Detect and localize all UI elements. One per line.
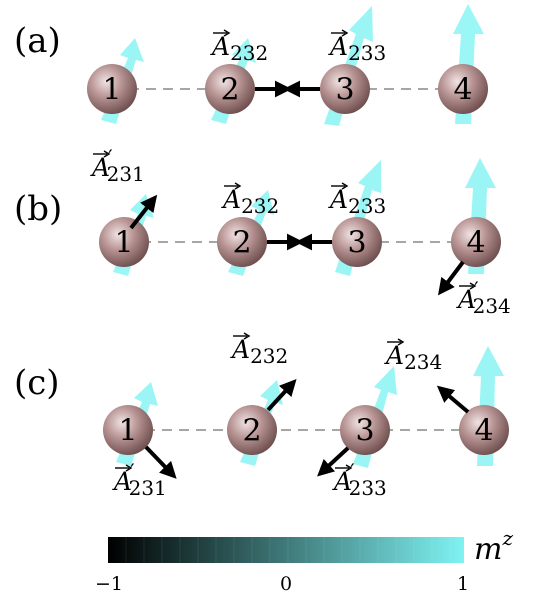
atom-2: 2 [227,405,277,455]
svg-text:A′231: A′231 [90,145,145,186]
svg-text:2: 2 [242,414,261,449]
atom-4: 4 [459,405,509,455]
panel-a: (a) 1 2 3 4 A232 [14,4,488,126]
atom-1: 1 [87,64,137,114]
svg-text:A′233: A′233 [332,459,387,500]
svg-text:3: 3 [347,226,366,261]
svg-text:3: 3 [335,73,354,108]
svg-text:A232: A232 [230,335,288,368]
svg-text:A′234: A′234 [456,277,511,318]
atom-3: 3 [320,64,370,114]
atom-4: 4 [451,217,501,267]
svg-text:A233: A233 [328,185,386,218]
vector-label-a233: A233 [328,182,386,218]
vector-label-a233-prime: A′233 [332,459,387,500]
atom-2: 2 [217,217,267,267]
atom-4: 4 [438,64,488,114]
svg-text:2: 2 [220,73,239,108]
colorbar-segments [125,537,451,563]
vector-arrow-a232 [266,379,297,412]
spin-arrow [101,4,484,126]
atom-1: 1 [103,405,153,455]
svg-text:4: 4 [453,73,472,108]
svg-text:2: 2 [232,226,251,261]
svg-text:A′231: A′231 [112,459,167,500]
vector-label-a231-prime: A′231 [112,459,167,500]
spin-arrow [113,158,496,276]
vector-label-a231-prime: A′231 [90,145,145,186]
atom-1: 1 [99,217,149,267]
atom-3: 3 [332,217,382,267]
vector-label-a232: A232 [210,29,268,65]
vector-label-a232: A232 [221,182,279,218]
colorbar-tick-max: 1 [457,573,469,595]
svg-text:1: 1 [118,414,137,449]
svg-text:A234: A234 [384,341,442,374]
atom-2: 2 [205,64,255,114]
vector-arrow-a233-prime [317,446,350,477]
spin-arrow [116,346,504,468]
vector-label-a233: A233 [328,29,386,65]
svg-text:A232: A232 [210,32,268,65]
colorbar-label: mz [474,526,513,567]
vector-label-a232: A232 [230,332,288,368]
atom-3: 3 [340,405,390,455]
vector-arrow-a231-prime [129,194,158,230]
svg-text:1: 1 [102,73,121,108]
svg-text:1: 1 [114,226,133,261]
panel-b: (b) 1 2 3 4 A′231 [14,145,511,318]
panel-label-a: (a) [14,21,61,61]
vector-arrow-a231-prime [144,445,177,479]
panel-label-b: (b) [14,189,62,229]
svg-text:A232: A232 [221,185,279,218]
vector-label-a234-prime: A′234 [456,277,511,318]
svg-text:A233: A233 [328,32,386,65]
svg-text:4: 4 [466,226,485,261]
vector-label-a234: A234 [384,338,442,374]
panel-c: (c) 1 2 3 4 A232 [14,332,509,500]
colorbar-tick-min: −1 [95,573,123,595]
panel-label-c: (c) [14,363,60,403]
vector-arrow-a234-prime [437,260,465,296]
svg-text:4: 4 [474,414,493,449]
colorbar-gradient [108,537,464,563]
colorbar: −1 0 1 mz [95,526,513,595]
vector-arrow-a234 [436,385,470,414]
svg-text:3: 3 [355,414,374,449]
colorbar-tick-mid: 0 [280,573,292,595]
